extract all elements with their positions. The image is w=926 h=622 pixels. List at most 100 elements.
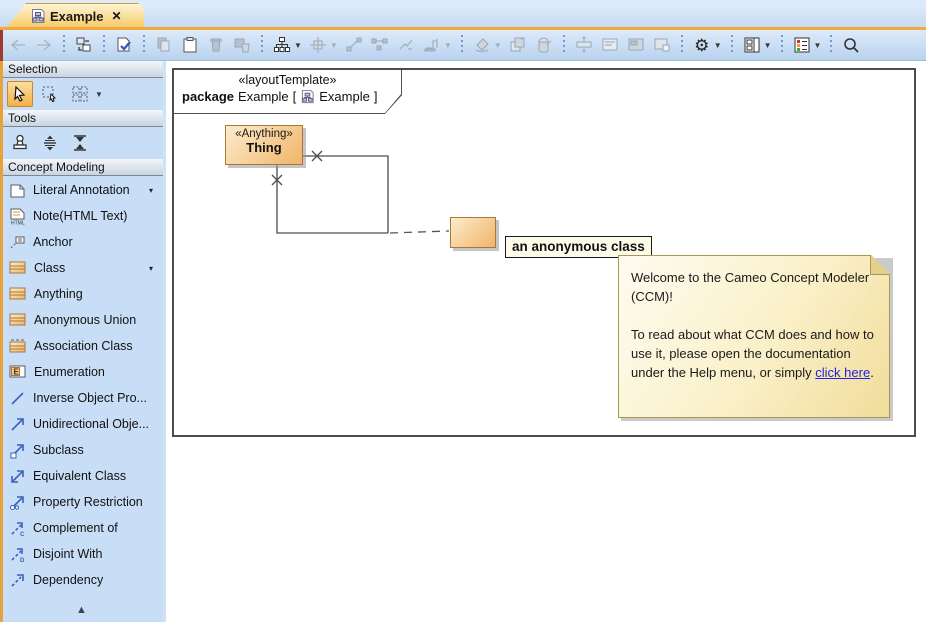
validation-icon[interactable] [112,33,136,57]
magnifier-icon[interactable] [839,33,863,57]
window-edge-strip-top [0,30,3,61]
properties-list-icon[interactable] [790,33,814,57]
fill-color-icon[interactable] [470,33,494,57]
multi-select-grid-icon[interactable] [67,81,93,107]
diagram-name: Example [319,89,370,104]
gear-icon[interactable]: ⚙ [694,35,710,55]
anonymous-union-icon [9,313,27,327]
toolbar-separator [102,35,106,55]
welcome-note[interactable]: Welcome to the Cameo Concept Modeler (CC… [618,255,890,418]
palette-item-anchor[interactable]: Anchor [0,229,163,255]
toolbar-separator [459,35,464,55]
click-here-link[interactable]: click here [815,365,871,381]
layout-tree-icon[interactable] [270,33,294,57]
palette-item-equivalent-class[interactable]: Equivalent Class [0,463,163,489]
copy-icon[interactable] [152,33,176,57]
dependency-icon [11,573,24,587]
class-icon [9,261,27,275]
toolbar-separator [62,35,66,55]
palette-item-property-restriction[interactable]: Property Restriction [0,489,163,515]
bring-to-front-icon[interactable] [506,33,530,57]
unidirectional-object-property-icon [11,417,24,431]
svg-text:D: D [20,558,25,563]
chevron-down-icon[interactable]: ▼ [493,40,502,50]
chevron-down-icon[interactable]: ▼ [443,40,452,50]
forward-icon[interactable] [32,33,56,57]
delete-icon[interactable] [204,33,228,57]
chevron-down-icon[interactable]: ▼ [329,40,338,50]
palette-item-anonymous-union[interactable]: Anonymous Union [0,307,163,333]
palette-item-class[interactable]: Class ▾ [0,255,163,281]
palette-item-literal-annotation[interactable]: Literal Annotation ▾ [0,177,163,203]
palette-scroll-up-icon[interactable]: ▲ [76,604,87,616]
show-window-3-icon[interactable] [650,33,674,57]
package-header[interactable]: «layoutTemplate» package Example [ Examp… [174,70,401,113]
palette-section-selection[interactable]: Selection [3,61,163,78]
palette-item-subclass[interactable]: Subclass [0,437,163,463]
back-icon[interactable] [6,33,30,57]
note-paragraph-2-end: . [870,365,874,381]
toolbar-separator [679,35,684,55]
format-painter-icon[interactable] [532,33,556,57]
palette-item-disjoint-with[interactable]: D Disjoint With [0,541,163,567]
make-same-size-icon[interactable] [572,33,596,57]
chevron-down-icon[interactable]: ▼ [713,40,722,50]
palette-item-note-html[interactable]: HTML Note(HTML Text) [10,208,128,225]
association-class-icon [9,339,26,353]
package-stereotype: «layoutTemplate» [238,73,337,87]
chevron-down-icon[interactable]: ▼ [763,40,772,50]
palette-item-dependency[interactable]: Dependency [0,567,163,593]
path-style-icon[interactable] [368,33,392,57]
palette-item-unidirectional-object-property[interactable]: Unidirectional Obje... [0,411,163,437]
palette-section-concept-modeling[interactable]: Concept Modeling [3,159,163,176]
tab-bar: Example ✕ [0,0,926,30]
palette-item-enumeration[interactable]: E Enumeration [0,359,163,385]
diagram-palette: Selection ▼ Tools Concept Modeling Liter [0,61,163,622]
paste-icon[interactable] [178,33,202,57]
toolbar-separator [142,35,146,55]
palette-item-inverse-object-property[interactable]: Inverse Object Pro... [0,385,163,411]
tab-label: Example [50,8,104,24]
line-style-icon[interactable] [342,33,366,57]
svg-text:C: C [20,532,25,537]
inverse-object-property-icon [11,391,24,405]
note-paragraph-2: To read about what CCM does and how to u… [631,327,874,381]
svg-text:E: E [14,368,20,377]
anchor-icon [10,236,25,248]
oblique-path-icon[interactable] [394,33,418,57]
tab-example[interactable]: Example ✕ [6,3,144,28]
show-window-2-icon[interactable] [624,33,648,57]
chevron-down-icon[interactable]: ▼ [294,40,302,50]
palette-item-association-class[interactable]: Association Class [0,333,163,359]
window-layout-icon[interactable] [740,33,764,57]
main-toolbar: ▼ ▼ ▼ ▼ ⚙ ▼ [0,30,926,61]
chevron-down-icon[interactable]: ▼ [95,89,103,99]
chevron-down-icon[interactable]: ▼ [813,40,822,50]
cursor-tool-icon[interactable] [7,81,33,107]
palette-item-anything[interactable]: Anything [0,281,163,307]
marquee-select-icon[interactable] [37,81,63,107]
tab-close-icon[interactable]: ✕ [111,9,122,23]
window-edge-strip [0,30,3,622]
distribute-vertical-icon[interactable] [37,130,63,156]
palette-section-tools[interactable]: Tools [3,110,163,127]
diagram-icon [30,8,46,24]
chevron-down-icon[interactable]: ▾ [148,263,153,273]
anonymous-class-label[interactable]: an anonymous class [505,236,652,258]
note-paragraph-1: Welcome to the Cameo Concept Modeler (CC… [631,270,870,305]
class-thing[interactable]: «Anything» Thing [225,125,303,165]
toolbar-separator [561,35,566,55]
delete-from-view-icon[interactable] [230,33,254,57]
rectilinear-path-icon[interactable] [420,33,444,57]
stamp-tool-icon[interactable] [7,130,33,156]
align-icon[interactable] [306,33,330,57]
show-window-1-icon[interactable] [598,33,622,57]
anonymous-class-box[interactable] [450,217,496,248]
chevron-down-icon[interactable]: ▾ [148,185,153,195]
bracket-open: [ [292,89,297,104]
palette-item-complement-of[interactable]: C Complement of [0,515,163,541]
match-size-icon[interactable] [67,130,93,156]
toolbar-separator [260,35,264,55]
select-in-containment-tree-icon[interactable] [72,33,96,57]
